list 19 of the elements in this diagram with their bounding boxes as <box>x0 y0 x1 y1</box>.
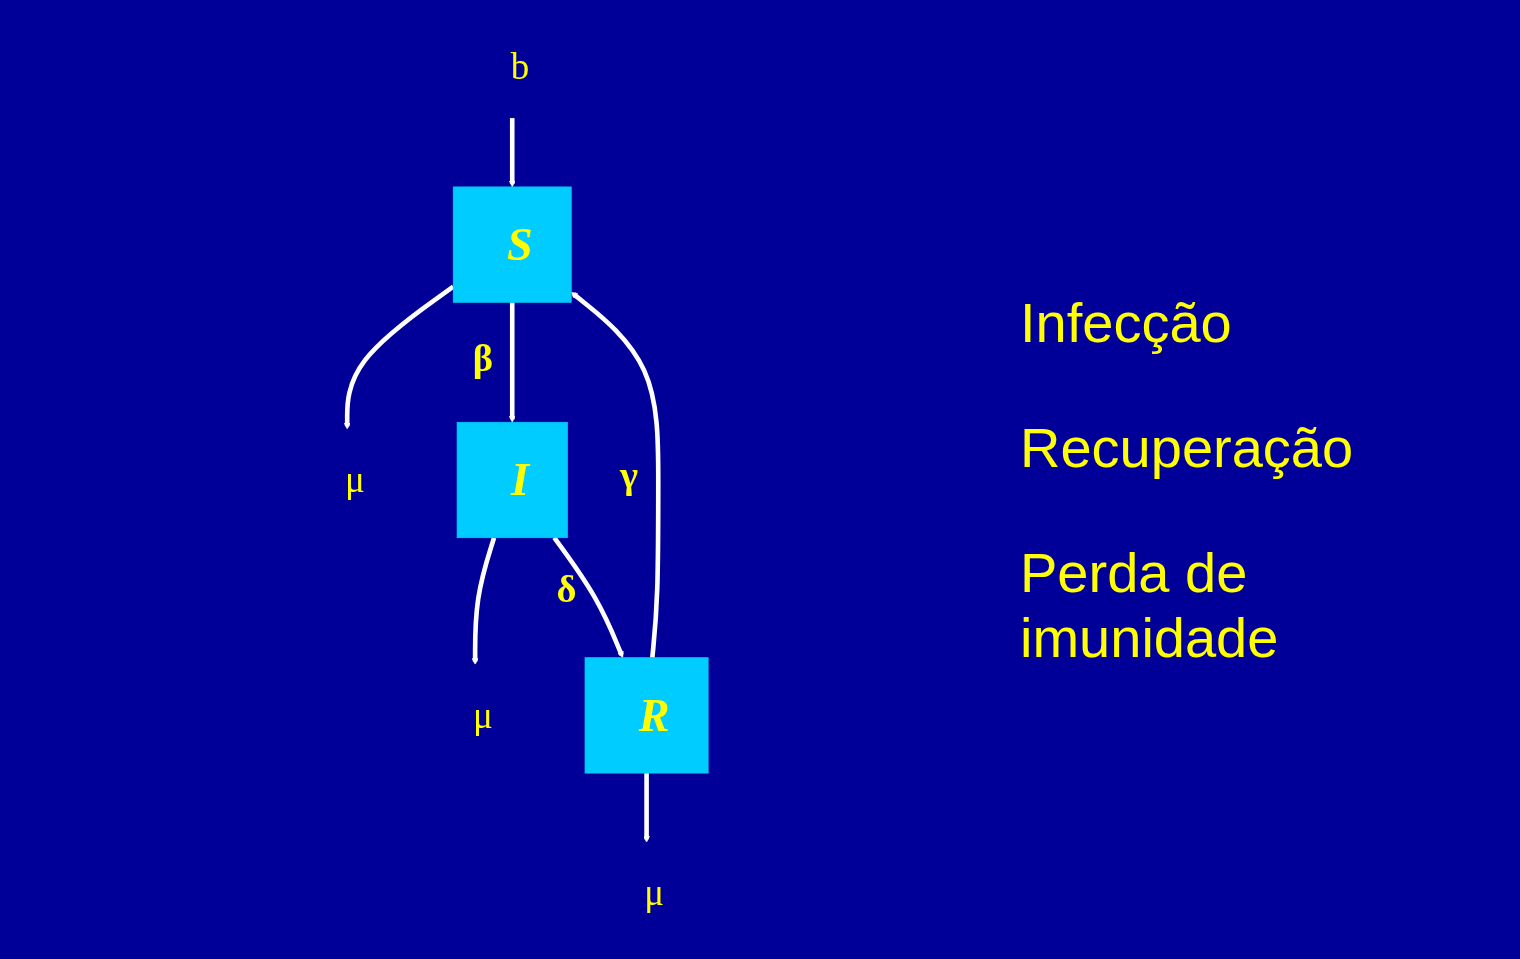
node-text: μ <box>644 871 665 913</box>
node-box: S <box>453 186 572 303</box>
edge-label: β <box>473 335 494 379</box>
process-label: Infecção <box>1020 289 1232 355</box>
arrow <box>472 536 497 665</box>
node-text: μ <box>473 694 494 735</box>
node-text: b <box>511 45 530 87</box>
edge-label: δ <box>556 567 577 611</box>
arrow <box>643 772 651 843</box>
node-box: R <box>585 656 709 773</box>
arrow <box>344 284 455 430</box>
edge-label: γ <box>620 453 639 497</box>
arrow <box>571 291 661 658</box>
node-text: μ <box>345 458 366 500</box>
node-box: I <box>457 421 569 538</box>
process-label: Recuperação <box>1020 414 1354 480</box>
arrow <box>509 117 516 187</box>
arrow <box>509 301 516 423</box>
process-label: Perda de imunidade <box>1020 539 1280 670</box>
